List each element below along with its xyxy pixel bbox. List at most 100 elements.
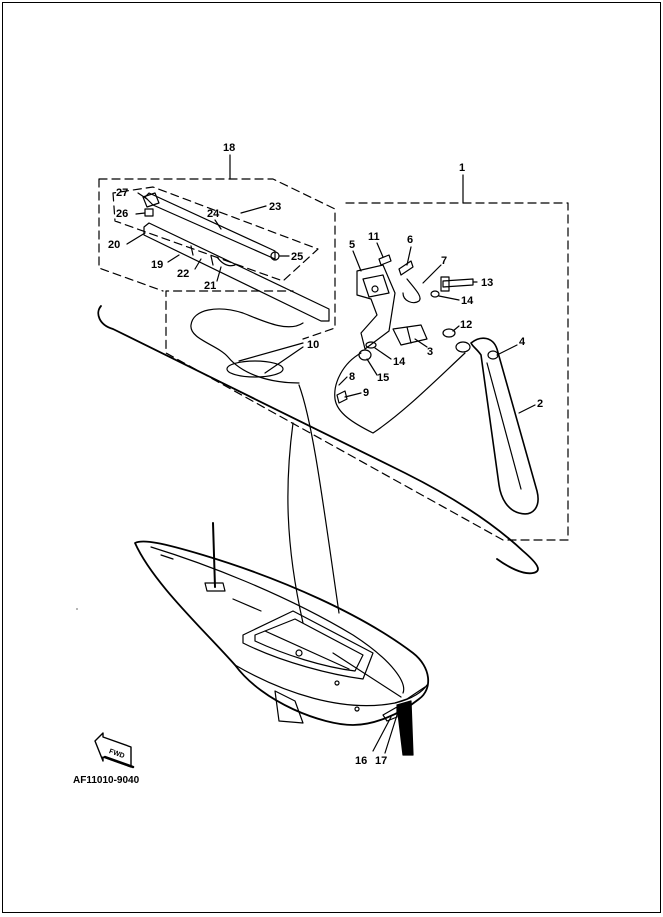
leader-8 bbox=[338, 376, 348, 386]
rudder-head-hole bbox=[371, 285, 379, 293]
control-line-long bbox=[287, 422, 304, 624]
callout-14-lower: 14 bbox=[393, 356, 406, 368]
callout-23: 23 bbox=[269, 201, 281, 213]
leader-16 bbox=[372, 716, 392, 752]
mast bbox=[212, 522, 216, 588]
rudder-head-face bbox=[362, 274, 390, 298]
deck-fitting-e bbox=[354, 706, 360, 712]
hull-transom bbox=[394, 686, 426, 704]
callout-14-upper: 14 bbox=[461, 295, 474, 307]
leader-2 bbox=[518, 404, 536, 414]
pivot-pin-3 bbox=[406, 326, 412, 344]
washer-14-upper bbox=[430, 290, 440, 298]
callout-4: 4 bbox=[519, 336, 526, 348]
spring-7 bbox=[402, 278, 421, 304]
callout-6: 6 bbox=[407, 234, 413, 246]
leader-22 bbox=[194, 258, 202, 270]
callout-5: 5 bbox=[349, 239, 355, 251]
control-line-long-2 bbox=[298, 384, 340, 614]
callout-2: 2 bbox=[537, 398, 543, 410]
hull-deck-line bbox=[150, 546, 405, 694]
cockpit-outline bbox=[242, 610, 374, 680]
leader-19 bbox=[167, 254, 180, 263]
callout-15: 15 bbox=[377, 372, 389, 384]
leader-26 bbox=[135, 212, 146, 215]
deck-fitting-a bbox=[160, 554, 174, 560]
rudder-head-5 bbox=[356, 264, 396, 350]
tiller-joint-21 bbox=[210, 255, 214, 266]
callout-22: 22 bbox=[177, 268, 189, 280]
rudder-blade-2 bbox=[470, 337, 539, 515]
leader-14-a bbox=[438, 295, 460, 301]
callout-20: 20 bbox=[108, 239, 120, 251]
tiller-knob-27 bbox=[142, 192, 160, 208]
callout-8: 8 bbox=[349, 371, 355, 383]
callout-9: 9 bbox=[363, 387, 369, 399]
traveler-line bbox=[332, 652, 402, 698]
fitting-12-ring bbox=[455, 341, 471, 353]
bolt-13 bbox=[440, 276, 474, 292]
callout-7: 7 bbox=[441, 255, 447, 267]
callout-27: 27 bbox=[116, 187, 128, 199]
line-loop-10 bbox=[226, 360, 284, 378]
deck-board-outline bbox=[97, 305, 539, 575]
callout-24: 24 bbox=[207, 208, 220, 220]
group-box-23 bbox=[112, 186, 319, 282]
group-box-1 bbox=[165, 202, 569, 541]
leader-17 bbox=[384, 714, 398, 754]
callout-25: 25 bbox=[291, 251, 303, 263]
nut-15 bbox=[358, 349, 372, 361]
daggerboard-fin bbox=[274, 690, 304, 724]
leader-4 bbox=[496, 344, 518, 356]
screw-6 bbox=[398, 260, 414, 276]
leader-9 bbox=[344, 392, 362, 398]
callout-13: 13 bbox=[481, 277, 493, 289]
cockpit-rail bbox=[232, 598, 262, 612]
hull-rudder-blade bbox=[396, 700, 414, 756]
callout-16: 16 bbox=[355, 755, 367, 767]
deck-fitting-c bbox=[295, 649, 303, 657]
leader-7 bbox=[422, 264, 442, 284]
leader-5 bbox=[352, 250, 362, 272]
callout-18: 18 bbox=[223, 142, 235, 154]
leader-27 bbox=[137, 192, 148, 200]
tiller-lower-bar bbox=[143, 222, 330, 322]
callout-labels: 1 2 3 4 5 6 7 8 9 10 11 12 13 14 14 15 1… bbox=[73, 142, 543, 786]
tiller-fitting-26 bbox=[144, 208, 154, 217]
group-box-18 bbox=[98, 178, 336, 340]
clip-9 bbox=[336, 390, 348, 404]
rudder-line-8 bbox=[334, 352, 466, 434]
pivot-block-3 bbox=[392, 324, 428, 346]
hull-outline bbox=[134, 540, 429, 726]
cockpit-inner bbox=[254, 618, 364, 672]
callout-12: 12 bbox=[460, 319, 472, 331]
nut-12 bbox=[442, 328, 456, 338]
leader-10 bbox=[238, 342, 304, 374]
leader-3 bbox=[414, 338, 428, 348]
leader-14-b bbox=[374, 347, 392, 360]
tiller-strap-21 bbox=[216, 256, 236, 267]
callout-3: 3 bbox=[427, 346, 433, 358]
tiller-joint-22 bbox=[190, 245, 194, 256]
leader-11 bbox=[376, 242, 384, 258]
leader-23 bbox=[240, 205, 267, 214]
fwd-arrow: FWD bbox=[94, 732, 135, 769]
leader-24 bbox=[214, 219, 222, 230]
callout-19: 19 bbox=[151, 259, 163, 271]
callout-11: 11 bbox=[368, 231, 380, 243]
callout-10: 10 bbox=[307, 339, 319, 351]
leader-15 bbox=[366, 358, 378, 376]
washer-14-lower bbox=[365, 341, 377, 349]
tiller-upper-bar bbox=[144, 192, 276, 260]
leader-12 bbox=[452, 325, 460, 332]
daggerboard-slot bbox=[264, 630, 350, 670]
leader-21 bbox=[216, 266, 222, 282]
callout-21: 21 bbox=[204, 280, 216, 292]
deck-fitting-d bbox=[334, 680, 340, 686]
hull-lower-edge bbox=[234, 664, 428, 707]
rudder-blade-inner bbox=[486, 362, 522, 490]
callout-17: 17 bbox=[375, 755, 387, 767]
leader-20 bbox=[126, 232, 146, 245]
figure-code: AF11010-9040 bbox=[73, 775, 140, 786]
